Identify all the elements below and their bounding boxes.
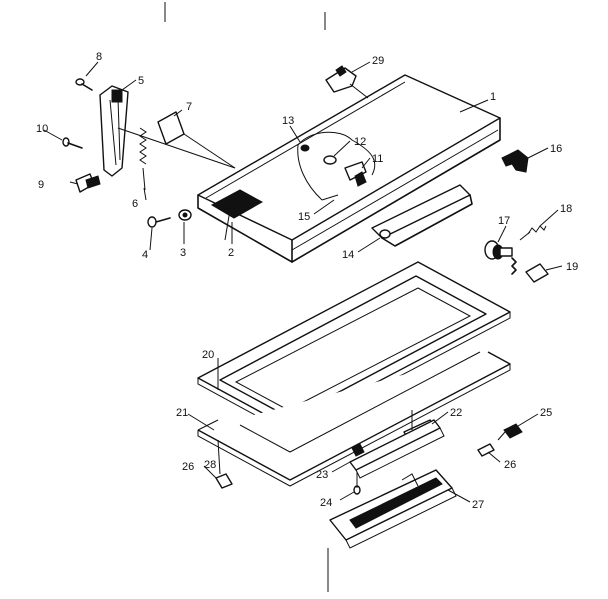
callout-3: 3 — [180, 247, 186, 259]
callout-15: 15 — [298, 211, 310, 223]
callout-6: 6 — [132, 198, 138, 210]
door-panel — [197, 74, 501, 263]
latch-clip — [501, 149, 529, 173]
callout-18: 18 — [560, 203, 572, 215]
inner-liner — [197, 351, 511, 487]
lock-spring — [519, 225, 547, 241]
callout-1: 1 — [490, 91, 496, 103]
callout-8: 8 — [96, 51, 102, 63]
leader-lines — [43, 61, 563, 503]
callout-5: 5 — [138, 75, 144, 87]
lock-cylinder — [484, 240, 513, 260]
callout-23: 23 — [316, 469, 328, 481]
callout-26-right: 26 — [504, 459, 516, 471]
key — [511, 257, 549, 283]
callout-28: 28 — [204, 459, 216, 471]
screw-4 — [147, 216, 171, 228]
screw-24 — [353, 472, 361, 495]
hinge-bracket — [75, 173, 101, 193]
power-plug — [325, 65, 369, 99]
latch-assembly — [297, 131, 376, 201]
callout-17: 17 — [498, 215, 510, 227]
latch-pin — [497, 423, 523, 441]
bottom-hinge-hardware — [349, 410, 445, 479]
callout-20: 20 — [202, 349, 214, 361]
callout-22: 22 — [450, 407, 462, 419]
door-gasket — [197, 261, 511, 435]
callout-12: 12 — [354, 136, 366, 148]
callout-21: 21 — [176, 407, 188, 419]
callout-10: 10 — [36, 123, 48, 135]
callout-9: 9 — [38, 179, 44, 191]
washer — [178, 209, 192, 221]
hinge-plate — [157, 111, 236, 169]
left-clip — [215, 439, 233, 489]
callout-11: 11 — [372, 153, 383, 165]
rating-plate — [210, 189, 264, 241]
hinge-spring — [139, 127, 147, 191]
screw-10 — [62, 137, 83, 149]
callout-26-left: 26 — [182, 461, 194, 473]
door-handle — [371, 184, 473, 247]
callout-13: 13 — [282, 115, 294, 127]
callout-27: 27 — [472, 499, 484, 511]
callout-14: 14 — [342, 249, 354, 261]
callout-16: 16 — [550, 143, 562, 155]
callout-4: 4 — [142, 249, 148, 261]
callout-2: 2 — [228, 247, 234, 259]
screw-8 — [75, 78, 93, 91]
hinge-arm — [99, 85, 129, 177]
leader-hinge — [117, 127, 236, 169]
callout-29: 29 — [372, 55, 384, 67]
callout-24: 24 — [320, 497, 332, 509]
callout-25: 25 — [540, 407, 552, 419]
vent-grille — [329, 469, 457, 549]
callout-labels: 1 2 3 4 5 6 7 8 9 10 11 12 13 14 15 16 1… — [36, 51, 578, 511]
callout-7: 7 — [186, 101, 192, 113]
callout-19: 19 — [566, 261, 578, 273]
insert-right — [477, 443, 495, 457]
